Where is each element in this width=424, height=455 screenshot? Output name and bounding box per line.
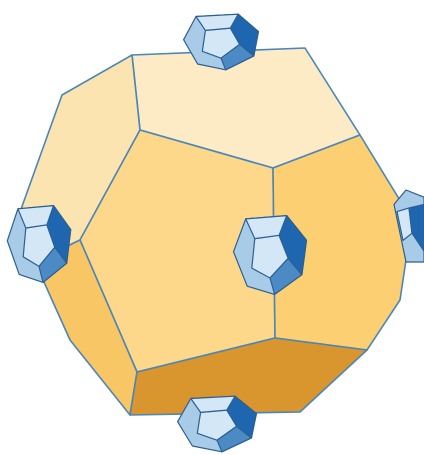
small-dodecahedron-bottom <box>178 396 257 452</box>
large-dodecahedron <box>20 48 412 415</box>
